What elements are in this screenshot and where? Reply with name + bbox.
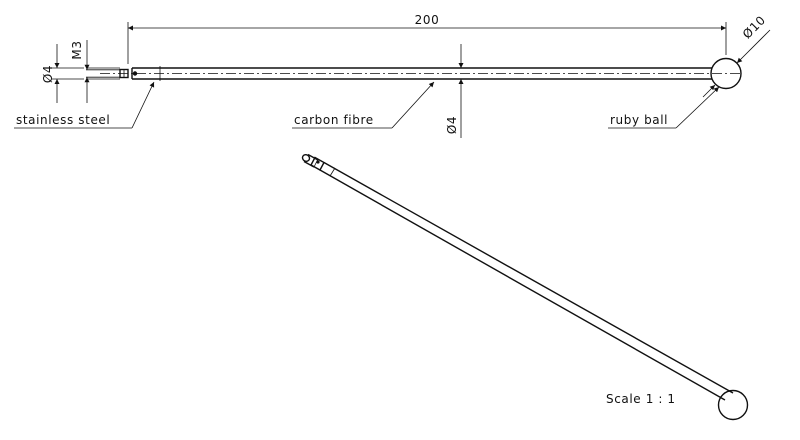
leader-ruby-ball: ruby ball <box>608 86 720 129</box>
label-ruby-ball: ruby ball <box>610 113 668 127</box>
shaft-diameter-mid-text: Ø4 <box>445 116 459 134</box>
iso-ruby-ball <box>717 389 749 421</box>
iso-shaft <box>319 161 734 401</box>
shaft-diameter-left-text: Ø4 <box>41 65 55 83</box>
ball-diameter-text: Ø10 <box>740 13 769 42</box>
leader-stainless-steel: stainless steel <box>14 81 155 129</box>
scale-label: Scale 1 : 1 <box>606 392 676 406</box>
shaft-diameter-left-dimension: Ø4 <box>41 44 84 103</box>
threaded-end <box>86 67 138 80</box>
side-view: 200 Ø10 Ø4 M3 Ø4 <box>14 13 771 138</box>
thread-dimension: M3 <box>70 40 90 103</box>
ruby-ball <box>710 57 742 90</box>
label-stainless-steel: stainless steel <box>16 113 110 127</box>
length-dimension: 200 <box>127 13 727 64</box>
isometric-view <box>301 153 749 421</box>
label-carbon-fibre: carbon fibre <box>294 113 374 127</box>
length-dimension-text: 200 <box>415 13 440 27</box>
leader-carbon-fibre: carbon fibre <box>292 81 435 129</box>
shaft-diameter-mid-dimension: Ø4 <box>445 44 464 138</box>
iso-threaded-tip <box>301 153 325 171</box>
thread-text: M3 <box>70 40 84 59</box>
